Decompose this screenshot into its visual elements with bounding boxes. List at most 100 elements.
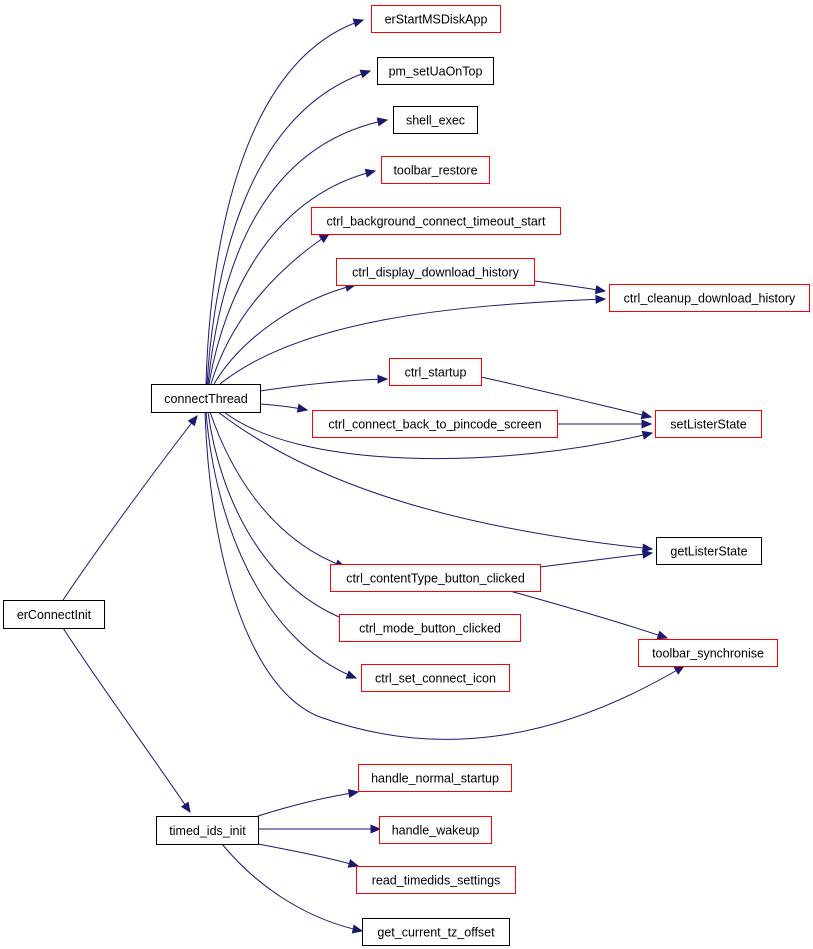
node-label: connectThread [164,392,247,406]
edge-connectThread-to-erStartMSDiskApp [205,18,365,385]
node-ctrl_mode_button_clicked[interactable]: ctrl_mode_button_clicked [339,614,521,642]
node-box[interactable] [393,106,478,134]
edge-connectThread-to-toolbar_restore [208,168,377,385]
edge-arrowhead [347,789,360,799]
edge-line [480,376,652,418]
edge-line [213,284,356,385]
node-ctrl_set_connect_icon[interactable]: ctrl_set_connect_icon [361,664,510,692]
edge-arrowhead [642,543,654,553]
node-erConnectInit[interactable]: erConnectInit [3,600,105,629]
edges-layer [62,18,686,934]
edge-arrowhead [347,859,360,868]
edge-ctrl_contentType_button_clicked-to-toolbar_synchronise [509,590,669,640]
edge-erConnectInit-to-connectThread [62,414,198,601]
edge-arrowhead [641,419,653,429]
edge-line [207,119,388,385]
node-box[interactable] [358,764,512,792]
edge-arrowhead [352,18,365,28]
edge-line [206,70,371,385]
node-box[interactable] [361,664,510,692]
node-box[interactable] [312,410,558,438]
edge-arrowhead [594,285,607,295]
nodes-layer: erConnectInit connectThread timed_ids_init… [3,5,810,946]
edge-arrowhead [318,233,331,244]
edge-ctrl_contentType_button_clicked-to-getListerState [539,549,654,568]
node-box[interactable] [151,384,261,413]
node-toolbar_restore[interactable]: toolbar_restore [381,156,490,184]
node-erStartMSDiskApp[interactable]: erStartMSDiskApp [371,5,501,33]
node-ctrl_startup[interactable]: ctrl_startup [389,358,482,386]
node-box[interactable] [379,816,492,844]
edge-connectThread-to-ctrl_set_connect_icon [205,411,358,679]
edge-arrowhead [640,410,653,420]
node-box[interactable] [656,537,762,565]
edge-timed_ids_init-to-get_current_tz_offset [221,843,364,934]
node-box[interactable] [362,918,510,946]
edge-line [257,791,359,817]
edge-ctrl_connect_back_to_pincode_screen-to-setListerState [557,419,653,429]
node-label: ctrl_set_connect_icon [375,672,496,686]
node-read_timedids_settings[interactable]: read_timedids_settings [356,866,516,894]
node-toolbar_synchronise[interactable]: toolbar_synchronise [638,639,778,667]
edge-connectThread-to-ctrl_background_connect_timeout_start [210,233,331,385]
edge-line [204,411,685,740]
node-box[interactable] [336,258,535,286]
node-label: ctrl_contentType_button_clicked [346,572,525,586]
node-box[interactable] [389,358,482,386]
node-label: read_timedids_settings [372,874,501,888]
edge-arrowhead [345,670,358,679]
node-label: ctrl_connect_back_to_pincode_screen [328,418,541,432]
node-box[interactable] [371,5,501,33]
node-timed_ids_init[interactable]: timed_ids_init [156,816,259,845]
node-label: ctrl_startup [405,366,467,380]
node-box[interactable] [339,614,521,642]
edge-arrowhead [673,665,686,675]
edge-ctrl_display_download_history-to-ctrl_cleanup_download_history [533,280,607,295]
node-box[interactable] [356,866,516,894]
node-box[interactable] [381,156,490,184]
node-pm_setUaOnTop[interactable]: pm_setUaOnTop [377,57,494,85]
edge-connectThread-to-ctrl_cleanup_download_history [219,294,607,385]
node-setListerState[interactable]: setListerState [655,410,762,438]
node-box[interactable] [377,57,494,85]
edge-line [207,411,350,622]
edge-line [259,378,388,392]
node-box[interactable] [655,410,762,438]
edge-connectThread-to-getListerState [217,411,654,553]
edge-line [205,19,364,385]
node-ctrl_contentType_button_clicked[interactable]: ctrl_contentType_button_clicked [330,564,541,592]
node-label: ctrl_background_connect_timeout_start [327,215,546,229]
node-label: handle_normal_startup [371,772,499,786]
node-ctrl_display_download_history[interactable]: ctrl_display_download_history [336,258,535,286]
node-label: handle_wakeup [392,824,480,838]
node-box[interactable] [330,564,541,592]
edge-connectThread-to-ctrl_display_download_history [213,282,357,385]
edge-connectThread-to-setListerState [223,411,654,460]
node-label: timed_ids_init [169,824,246,838]
node-get_current_tz_offset[interactable]: get_current_tz_offset [362,918,510,946]
node-connectThread[interactable]: connectThread [151,384,261,413]
edge-line [208,170,376,385]
node-label: erStartMSDiskApp [385,13,488,27]
node-ctrl_connect_back_to_pincode_screen[interactable]: ctrl_connect_back_to_pincode_screen [312,410,558,438]
edge-line [209,411,346,568]
edge-connectThread-to-ctrl_mode_button_clicked [207,411,351,622]
node-label: shell_exec [406,114,465,128]
node-box[interactable] [156,816,259,845]
node-label: ctrl_display_download_history [352,266,520,280]
node-handle_normal_startup[interactable]: handle_normal_startup [358,764,512,792]
node-label: ctrl_cleanup_download_history [624,292,796,306]
node-box[interactable] [3,600,105,629]
node-getListerState[interactable]: getListerState [656,537,762,565]
node-ctrl_cleanup_download_history[interactable]: ctrl_cleanup_download_history [609,284,810,312]
node-handle_wakeup[interactable]: handle_wakeup [379,816,492,844]
node-shell_exec[interactable]: shell_exec [393,106,478,134]
edge-arrowhead [180,801,191,814]
node-box[interactable] [609,284,810,312]
node-ctrl_background_connect_timeout_start[interactable]: ctrl_background_connect_timeout_start [311,207,561,235]
node-box[interactable] [311,207,561,235]
edge-connectThread-to-pm_setUaOnTop [206,69,372,385]
node-box[interactable] [638,639,778,667]
edge-arrowhead [656,630,669,640]
